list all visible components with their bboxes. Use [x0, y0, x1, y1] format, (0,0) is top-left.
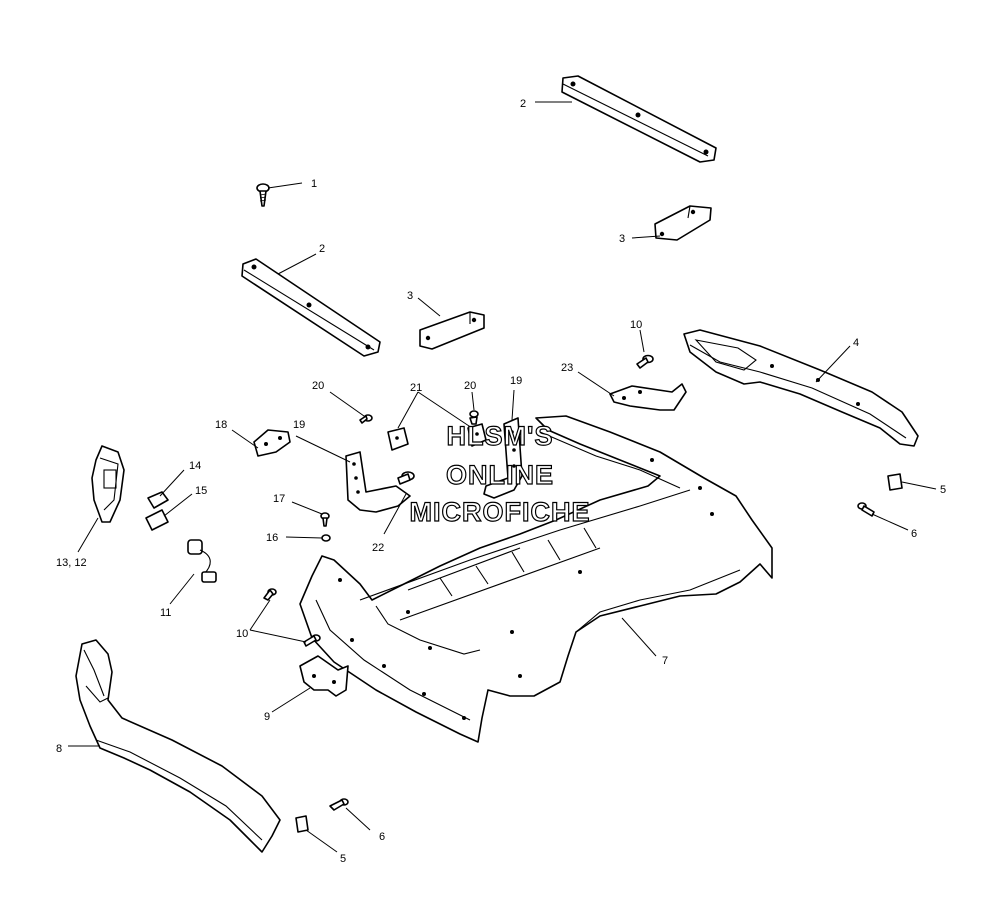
part-18-bracket: [253, 429, 291, 457]
watermark-line-3: MICROFICHE: [410, 497, 591, 527]
part-11-socket-harness: [187, 539, 217, 583]
part-3-bracket-upper: [654, 205, 712, 241]
part-4-fender-flare-right: [683, 329, 919, 447]
part-3-bracket-middle: [419, 311, 485, 350]
callout-9: 9: [264, 711, 270, 723]
part-8-fender-flare-left: [75, 639, 281, 853]
callout-15: 15: [195, 485, 207, 497]
part-16-washer: [321, 534, 331, 542]
callout-2-upper: 2: [520, 98, 526, 110]
callout-13-12: 13, 12: [56, 557, 87, 569]
callout-10-lower: 10: [236, 628, 248, 640]
callout-4: 4: [853, 337, 859, 349]
callout-20-right: 20: [464, 380, 476, 392]
part-10-screw-left-a: [263, 588, 277, 601]
callout-8: 8: [56, 743, 62, 755]
callout-20-left: 20: [312, 380, 324, 392]
callout-14: 14: [189, 460, 201, 472]
leader-lines: [68, 101, 937, 853]
part-21-bracket-left: [387, 427, 409, 451]
callout-10-upper: 10: [630, 319, 642, 331]
part-19-bracket-right: [483, 417, 523, 499]
callout-3-middle: 3: [407, 290, 413, 302]
part-14-bulb: [147, 491, 169, 509]
part-2-rail-left: [241, 258, 381, 357]
callout-2-left: 2: [319, 243, 325, 255]
part-20-screw-right: [469, 410, 479, 425]
callout-7: 7: [662, 655, 668, 667]
callout-19-right: 19: [510, 375, 522, 387]
watermark-line-2: ONLINE: [446, 460, 554, 490]
part-15-bulb: [145, 509, 169, 531]
callout-labels: 1 2 2 3 3 4 5 5 6 6 7 8 9 10 10 11 13, 1…: [56, 98, 946, 865]
part-10-screw-upper: [636, 354, 654, 369]
part-6-screw-right: [857, 502, 875, 517]
callout-6-left: 6: [379, 831, 385, 843]
part-1-screw: [256, 183, 270, 207]
watermark: HLSM'S ONLINE MICROFICHE: [409, 420, 591, 527]
part-13-taillight: [91, 445, 125, 523]
part-23-bracket: [609, 383, 687, 411]
callout-6-right: 6: [911, 528, 917, 540]
callout-1: 1: [311, 178, 317, 190]
part-10-screw-left-b: [303, 634, 321, 647]
callout-18: 18: [215, 419, 227, 431]
watermark-line-1: HLSM'S: [447, 421, 554, 451]
part-9-bracket: [299, 655, 349, 697]
part-2-rail-upper: [561, 75, 717, 163]
part-7-main-body: [299, 415, 773, 743]
callout-5-right: 5: [940, 484, 946, 496]
part-17-screw: [320, 512, 330, 527]
part-20-screw-left: [359, 414, 373, 424]
callout-19-left: 19: [293, 419, 305, 431]
callout-3-upper: 3: [619, 233, 625, 245]
callout-23: 23: [561, 362, 573, 374]
part-21-bracket-right: [467, 423, 487, 447]
part-19-bracket-left: [345, 451, 411, 513]
callout-5-left: 5: [340, 853, 346, 865]
callout-11: 11: [160, 607, 171, 619]
callout-21: 21: [410, 382, 422, 394]
part-6-screw-left: [329, 798, 349, 811]
part-5-nut-left: [295, 815, 309, 833]
callout-16: 16: [266, 532, 278, 544]
part-22-spacer: [397, 471, 415, 485]
part-5-nut-right: [887, 473, 903, 491]
callout-17: 17: [273, 493, 285, 505]
callout-22: 22: [372, 542, 384, 554]
